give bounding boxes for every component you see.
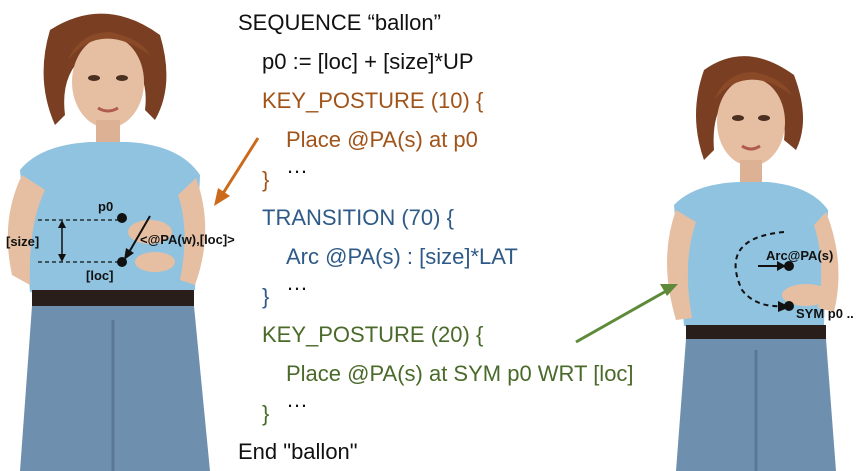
left-avatar-body <box>7 13 210 471</box>
right-avatar-body <box>667 56 839 471</box>
code-line-ellipsis-2: … <box>286 270 308 295</box>
code-line-arc: Arc @PA(s) : [size]*LAT <box>286 244 518 269</box>
label-sym: SYM p0 .. <box>796 306 854 321</box>
label-p0: p0 <box>98 199 113 214</box>
code-line-ellipsis-1: … <box>286 153 308 178</box>
sym-point <box>784 301 794 311</box>
p0-point <box>117 213 127 223</box>
code-line-place-sym: Place @PA(s) at SYM p0 WRT [loc] <box>286 361 634 386</box>
code-line-sequence: SEQUENCE “ballon” <box>238 10 441 35</box>
vector-arrow <box>127 215 151 255</box>
code-line-p0-def: p0 := [loc] + [size]*UP <box>262 49 474 74</box>
label-size: [size] <box>6 234 39 249</box>
left-annotations: p0 [size] [loc] <@PA(w),[loc]> <box>6 199 235 283</box>
code-line-keyposture-10: KEY_POSTURE (10) { <box>262 88 484 113</box>
arc-path <box>734 231 785 308</box>
label-arc: Arc@PA(s) <box>766 248 833 263</box>
right-avatar-figure: Arc@PA(s) SYM p0 .. <box>667 56 854 471</box>
label-vector: <@PA(w),[loc]> <box>140 232 235 247</box>
code-line-close-2: } <box>262 284 270 309</box>
code-line-ellipsis-3: … <box>286 387 308 412</box>
code-line-end: End "ballon" <box>238 439 358 464</box>
code-line-place-p0: Place @PA(s) at p0 <box>286 127 478 152</box>
left-avatar-figure: p0 [size] [loc] <@PA(w),[loc]> <box>6 13 235 471</box>
right-annotations: Arc@PA(s) SYM p0 .. <box>734 231 854 321</box>
label-loc: [loc] <box>86 268 113 283</box>
arc-point <box>784 261 794 271</box>
code-line-close-1: } <box>262 167 270 192</box>
code-line-transition: TRANSITION (70) { <box>262 205 454 230</box>
code-line-close-3: } <box>262 401 270 426</box>
code-line-keyposture-20: KEY_POSTURE (20) { <box>262 322 484 347</box>
